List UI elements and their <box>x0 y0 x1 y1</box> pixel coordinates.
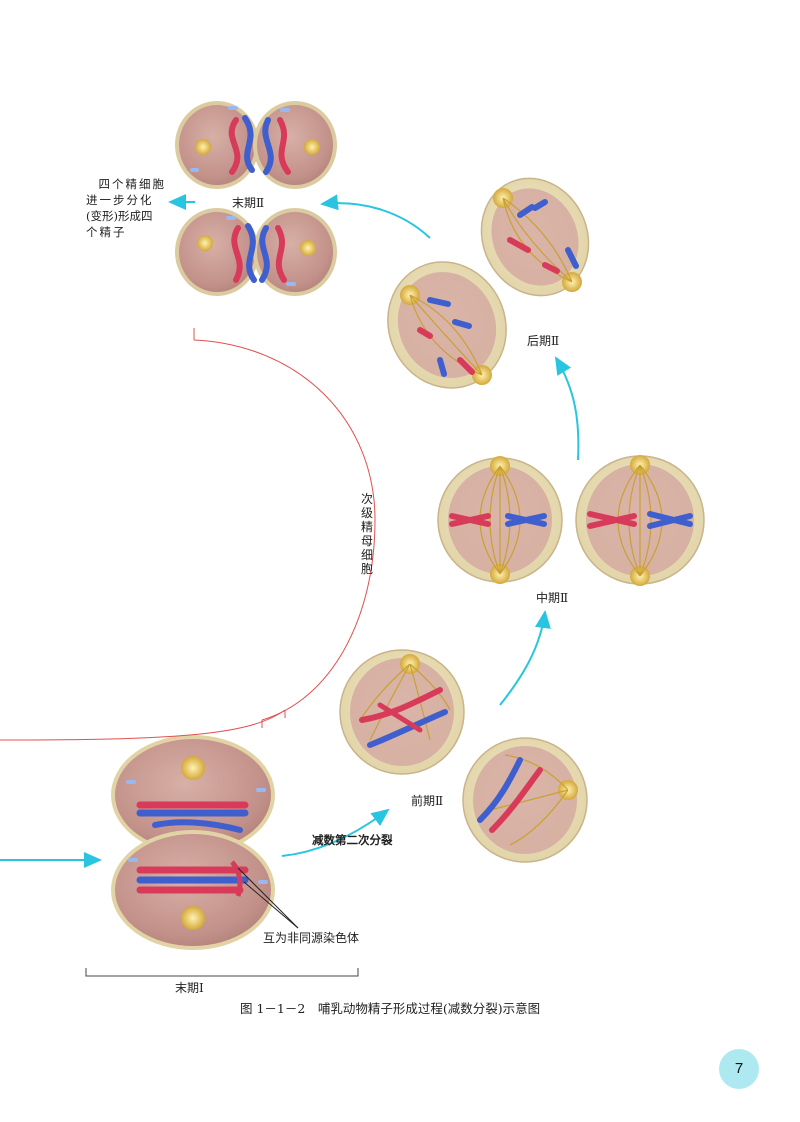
telophase1-cell-lower <box>111 830 275 950</box>
anaphase2-cell-back <box>480 177 590 297</box>
arrow-to-prophase2 <box>281 808 390 857</box>
telophase2-cell-lower <box>175 208 337 296</box>
anaphase2-cell-front <box>387 261 507 389</box>
label-metaphase2: 中期Ⅱ <box>536 591 569 605</box>
secondary-cell-bracket <box>0 328 376 741</box>
label-prophase2: 前期Ⅱ <box>411 794 444 808</box>
arrow-to-metaphase2 <box>499 610 551 706</box>
figure-caption: 图 1－1－2 哺乳动物精子形成过程(减数分裂)示意图 <box>240 1001 541 1016</box>
arrow-to-anaphase2 <box>554 356 580 461</box>
pointer-lines <box>237 867 299 929</box>
label-secondary-cell: 次级精母细胞 <box>360 492 373 576</box>
telophase1-bracket <box>85 968 359 977</box>
prophase2-cell-lower <box>462 737 588 863</box>
telophase2-cell-upper <box>175 101 337 189</box>
page-number: 7 <box>719 1049 759 1089</box>
label-telophase2: 末期Ⅱ <box>232 196 265 210</box>
metaphase2-cell-left <box>437 456 563 584</box>
prophase2-cell-upper <box>339 649 465 775</box>
note-line-2: 进一步分化 <box>86 193 154 207</box>
arrow-to-telophase2 <box>320 194 431 239</box>
note-line-3: (变形)形成四 <box>86 209 153 223</box>
label-telophase1: 末期Ⅰ <box>175 981 204 995</box>
label-nonhomologous: 互为非同源染色体 <box>263 931 360 945</box>
label-anaphase2: 后期Ⅱ <box>527 334 560 348</box>
process-arrows <box>0 194 580 868</box>
label-meiosis2: 减数第二次分裂 <box>312 833 393 847</box>
sperm-differentiation-note: 四个精细胞 进一步分化 (变形)形成四 个精子 <box>86 176 166 240</box>
note-line-1: 四个精细胞 <box>98 177 166 191</box>
note-line-4: 个精子 <box>86 225 127 239</box>
metaphase2-cell-right <box>575 455 705 586</box>
